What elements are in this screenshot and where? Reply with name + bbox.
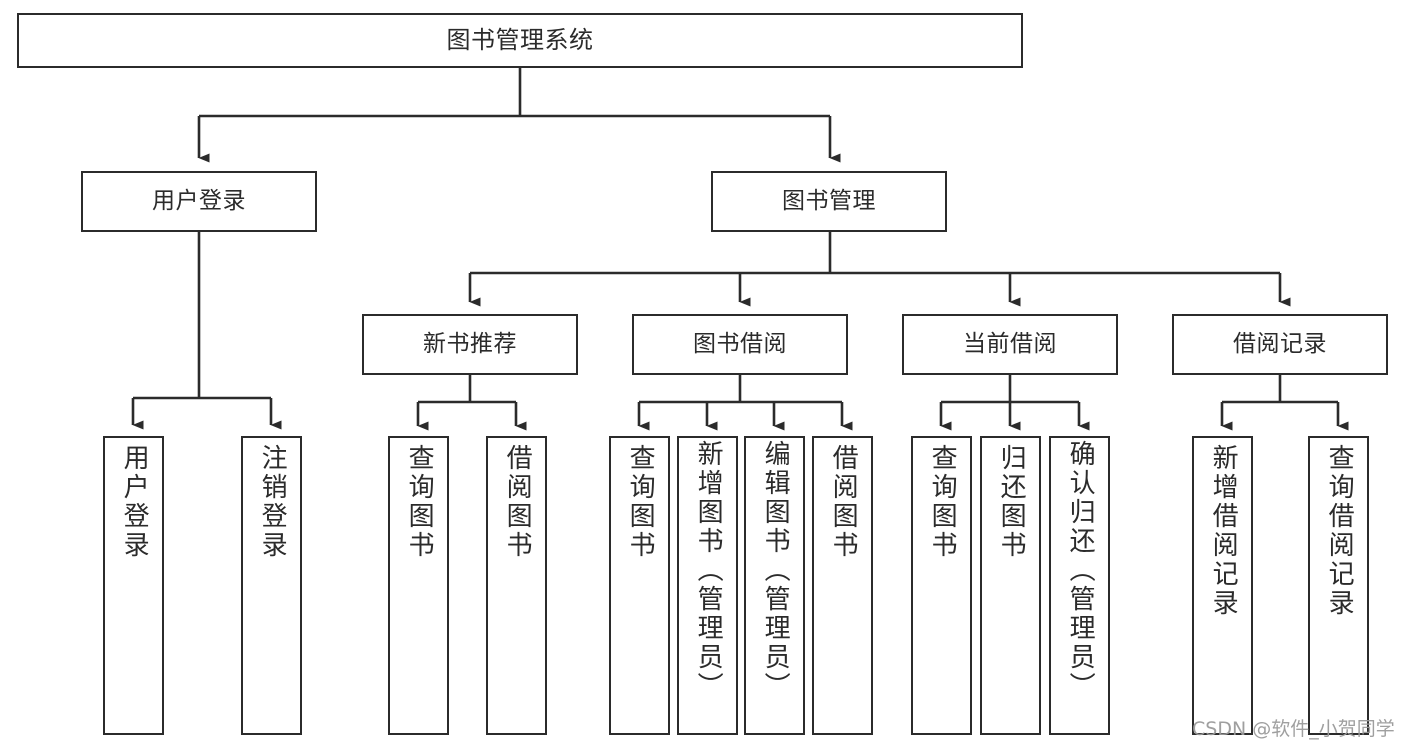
node-label: 用户登录 xyxy=(152,187,246,214)
leaf-query-books-recommend[interactable]: 查询图书 xyxy=(388,436,449,735)
leaf-user-login[interactable]: 用户登录 xyxy=(103,436,164,735)
node-label: 新增图书（管理员） xyxy=(693,440,724,701)
node-label: 查询图书 xyxy=(625,444,656,560)
node-label: 图书借阅 xyxy=(693,330,787,357)
node-label: 图书管理 xyxy=(782,187,876,214)
leaf-borrow-books[interactable]: 借阅图书 xyxy=(812,436,873,735)
node-label: 归还图书 xyxy=(996,444,1027,560)
node-label: 借阅图书 xyxy=(828,444,859,560)
node-label: 注销登录 xyxy=(257,444,288,560)
node-label: 用户登录 xyxy=(119,444,150,560)
node-user-login[interactable]: 用户登录 xyxy=(81,171,317,232)
node-new-book-recommendation[interactable]: 新书推荐 xyxy=(362,314,578,375)
leaf-add-borrow-record[interactable]: 新增借阅记录 xyxy=(1192,436,1253,735)
leaf-query-borrow-record[interactable]: 查询借阅记录 xyxy=(1308,436,1369,735)
node-borrow-record[interactable]: 借阅记录 xyxy=(1172,314,1388,375)
node-label: 查询借阅记录 xyxy=(1324,444,1355,618)
csdn-watermark: CSDN @软件_小贺同学 xyxy=(1192,718,1395,740)
node-label: 编辑图书（管理员） xyxy=(760,440,791,701)
node-label: 借阅记录 xyxy=(1233,330,1327,357)
node-root-book-management-system[interactable]: 图书管理系统 xyxy=(17,13,1023,68)
node-label: 确认归还（管理员） xyxy=(1065,440,1096,701)
leaf-borrow-books-recommend[interactable]: 借阅图书 xyxy=(486,436,547,735)
node-label: 新书推荐 xyxy=(423,330,517,357)
node-label: 图书管理系统 xyxy=(446,26,594,55)
node-label: 查询图书 xyxy=(404,444,435,560)
leaf-add-book-admin[interactable]: 新增图书（管理员） xyxy=(677,436,738,735)
node-book-management[interactable]: 图书管理 xyxy=(711,171,947,232)
leaf-return-books[interactable]: 归还图书 xyxy=(980,436,1041,735)
node-label: 借阅图书 xyxy=(502,444,533,560)
node-book-borrow[interactable]: 图书借阅 xyxy=(632,314,848,375)
node-current-borrow[interactable]: 当前借阅 xyxy=(902,314,1118,375)
node-label: 新增借阅记录 xyxy=(1208,444,1239,618)
leaf-logout[interactable]: 注销登录 xyxy=(241,436,302,735)
leaf-confirm-return-admin[interactable]: 确认归还（管理员） xyxy=(1049,436,1110,735)
leaf-edit-book-admin[interactable]: 编辑图书（管理员） xyxy=(744,436,805,735)
leaf-query-books-borrow[interactable]: 查询图书 xyxy=(609,436,670,735)
node-label: 查询图书 xyxy=(927,444,958,560)
leaf-query-books-current[interactable]: 查询图书 xyxy=(911,436,972,735)
node-label: 当前借阅 xyxy=(963,330,1057,357)
